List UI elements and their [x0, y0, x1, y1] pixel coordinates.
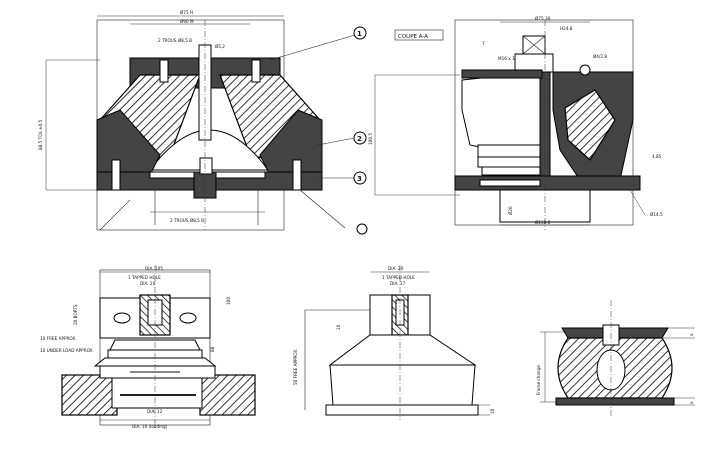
callout-4-circle-partial [356, 223, 368, 235]
fig2-washer [514, 53, 554, 73]
fig3-ground-right [199, 374, 256, 416]
callout-3-circle [353, 171, 367, 185]
fig1-side-height: 88.5 TOL ±0.5 [38, 119, 43, 150]
fig3-base-housing [111, 377, 203, 409]
figure-2-section: COUPE A-A Ø75 30 H24.8 M16 x 1 7 Ø4/2.8 … [368, 16, 663, 230]
fig4-base [325, 404, 479, 416]
fig5-right-bottom: a [689, 401, 694, 404]
fig2-left-small2: 4.85 [652, 154, 662, 159]
fig2-hex-dim: H24.8 [560, 26, 573, 31]
fig1-top-dim: Ø75 H [180, 10, 193, 15]
fig3-top-dim: DIA. 105 [145, 266, 163, 271]
fig4-left2: 50 FREE APPROX. [293, 348, 298, 385]
callout-2-circle [353, 131, 367, 145]
fig3-left1: 20 BORTS [73, 304, 78, 325]
fig2-dim-a: Ø20 [508, 206, 513, 215]
fig5-right-top: a [689, 333, 694, 336]
fig4-tapped-dia: DIA. 17 [390, 281, 406, 286]
fig2-height: 100.5 [368, 133, 373, 145]
fig2-rubber-section [564, 89, 616, 161]
fig2-section-box [394, 29, 444, 41]
fig4-tapped: 1 TAPPED HOLE [382, 275, 415, 280]
fig1-left-housing [96, 109, 161, 176]
figure-4-mount: DIA. 20 1 TAPPED HOLE DIA. 17 10 50 FREE… [293, 265, 495, 420]
fig2-top-dim: Ø75 30 [535, 16, 551, 21]
fig3-right2: 88 [210, 346, 215, 352]
fig2-side-dim: M16 x 1 [498, 56, 515, 61]
fig1-note2: Ø5,2 [215, 44, 225, 49]
fig1-bottom-dim: 2 TROUS Ø8,5 B [170, 218, 204, 223]
fig3-left2: 10 FREE APPROX. [40, 336, 77, 341]
fig3-bottom-dia: DIA. 10 (loading) [132, 424, 168, 429]
fig3-tapped: 1 TAPPED HOLE [128, 275, 161, 280]
fig1-top-dim2: Ø90 M [180, 19, 194, 24]
fig3-right1: 100 [226, 297, 231, 305]
fig3-bottom-small: DIA. 12 [147, 409, 163, 414]
fig2-base-body [499, 189, 591, 223]
fig3-ground-left [61, 374, 118, 416]
fig3-tapped-dia: DIA. 20 [140, 281, 156, 286]
fig2-bolt-hole [579, 64, 591, 76]
callout-1-circle [353, 26, 367, 40]
fig3-left3: 10 UNDER LOAD APPROX. [40, 348, 94, 353]
fig4-left1: 10 [336, 324, 341, 330]
fig1-inner-dome [148, 129, 269, 171]
fig1-note1: 2 TROUS Ø8,5 B [158, 38, 192, 43]
fig2-section-label: COUPE A-A [398, 34, 428, 40]
callout-3: 3 [357, 175, 362, 183]
fig1-center-bolt [198, 44, 212, 141]
figure-5-section: Frame change a a [536, 300, 695, 418]
fig5-side-label: Frame change [536, 365, 541, 395]
callout-2: 2 [357, 135, 362, 143]
fig3-slot-left [113, 312, 131, 324]
fig4-cone-body [329, 364, 476, 406]
fig2-angle-dim: Ø4/2.8 [593, 54, 607, 59]
fig2-bottom-dim: Ø150.8 [535, 220, 551, 225]
callout-1: 1 [357, 30, 362, 38]
fig4-cone-top [328, 334, 477, 366]
fig1-bolt-right [292, 159, 302, 191]
fig3-slot-right [179, 312, 197, 324]
fig1-right-housing [259, 109, 323, 176]
fig2-left-small: 7 [482, 41, 485, 46]
fig2-bottom-dim2: Ø14.5 [650, 212, 663, 217]
figure-1-section: Ø75 H Ø90 M 2 TROUS Ø8,5 B Ø5,2 Ø 96,8 8… [38, 10, 368, 235]
fig4-top-dim: DIA. 20 [388, 266, 404, 271]
fig5-bottom-plate [555, 397, 675, 406]
fig4-right-small: 10 [490, 408, 495, 414]
fig1-bolt-left [111, 159, 121, 191]
figure-3-mount: DIA. 105 1 TAPPED HOLE DIA. 20 20 BORTS … [40, 265, 256, 430]
